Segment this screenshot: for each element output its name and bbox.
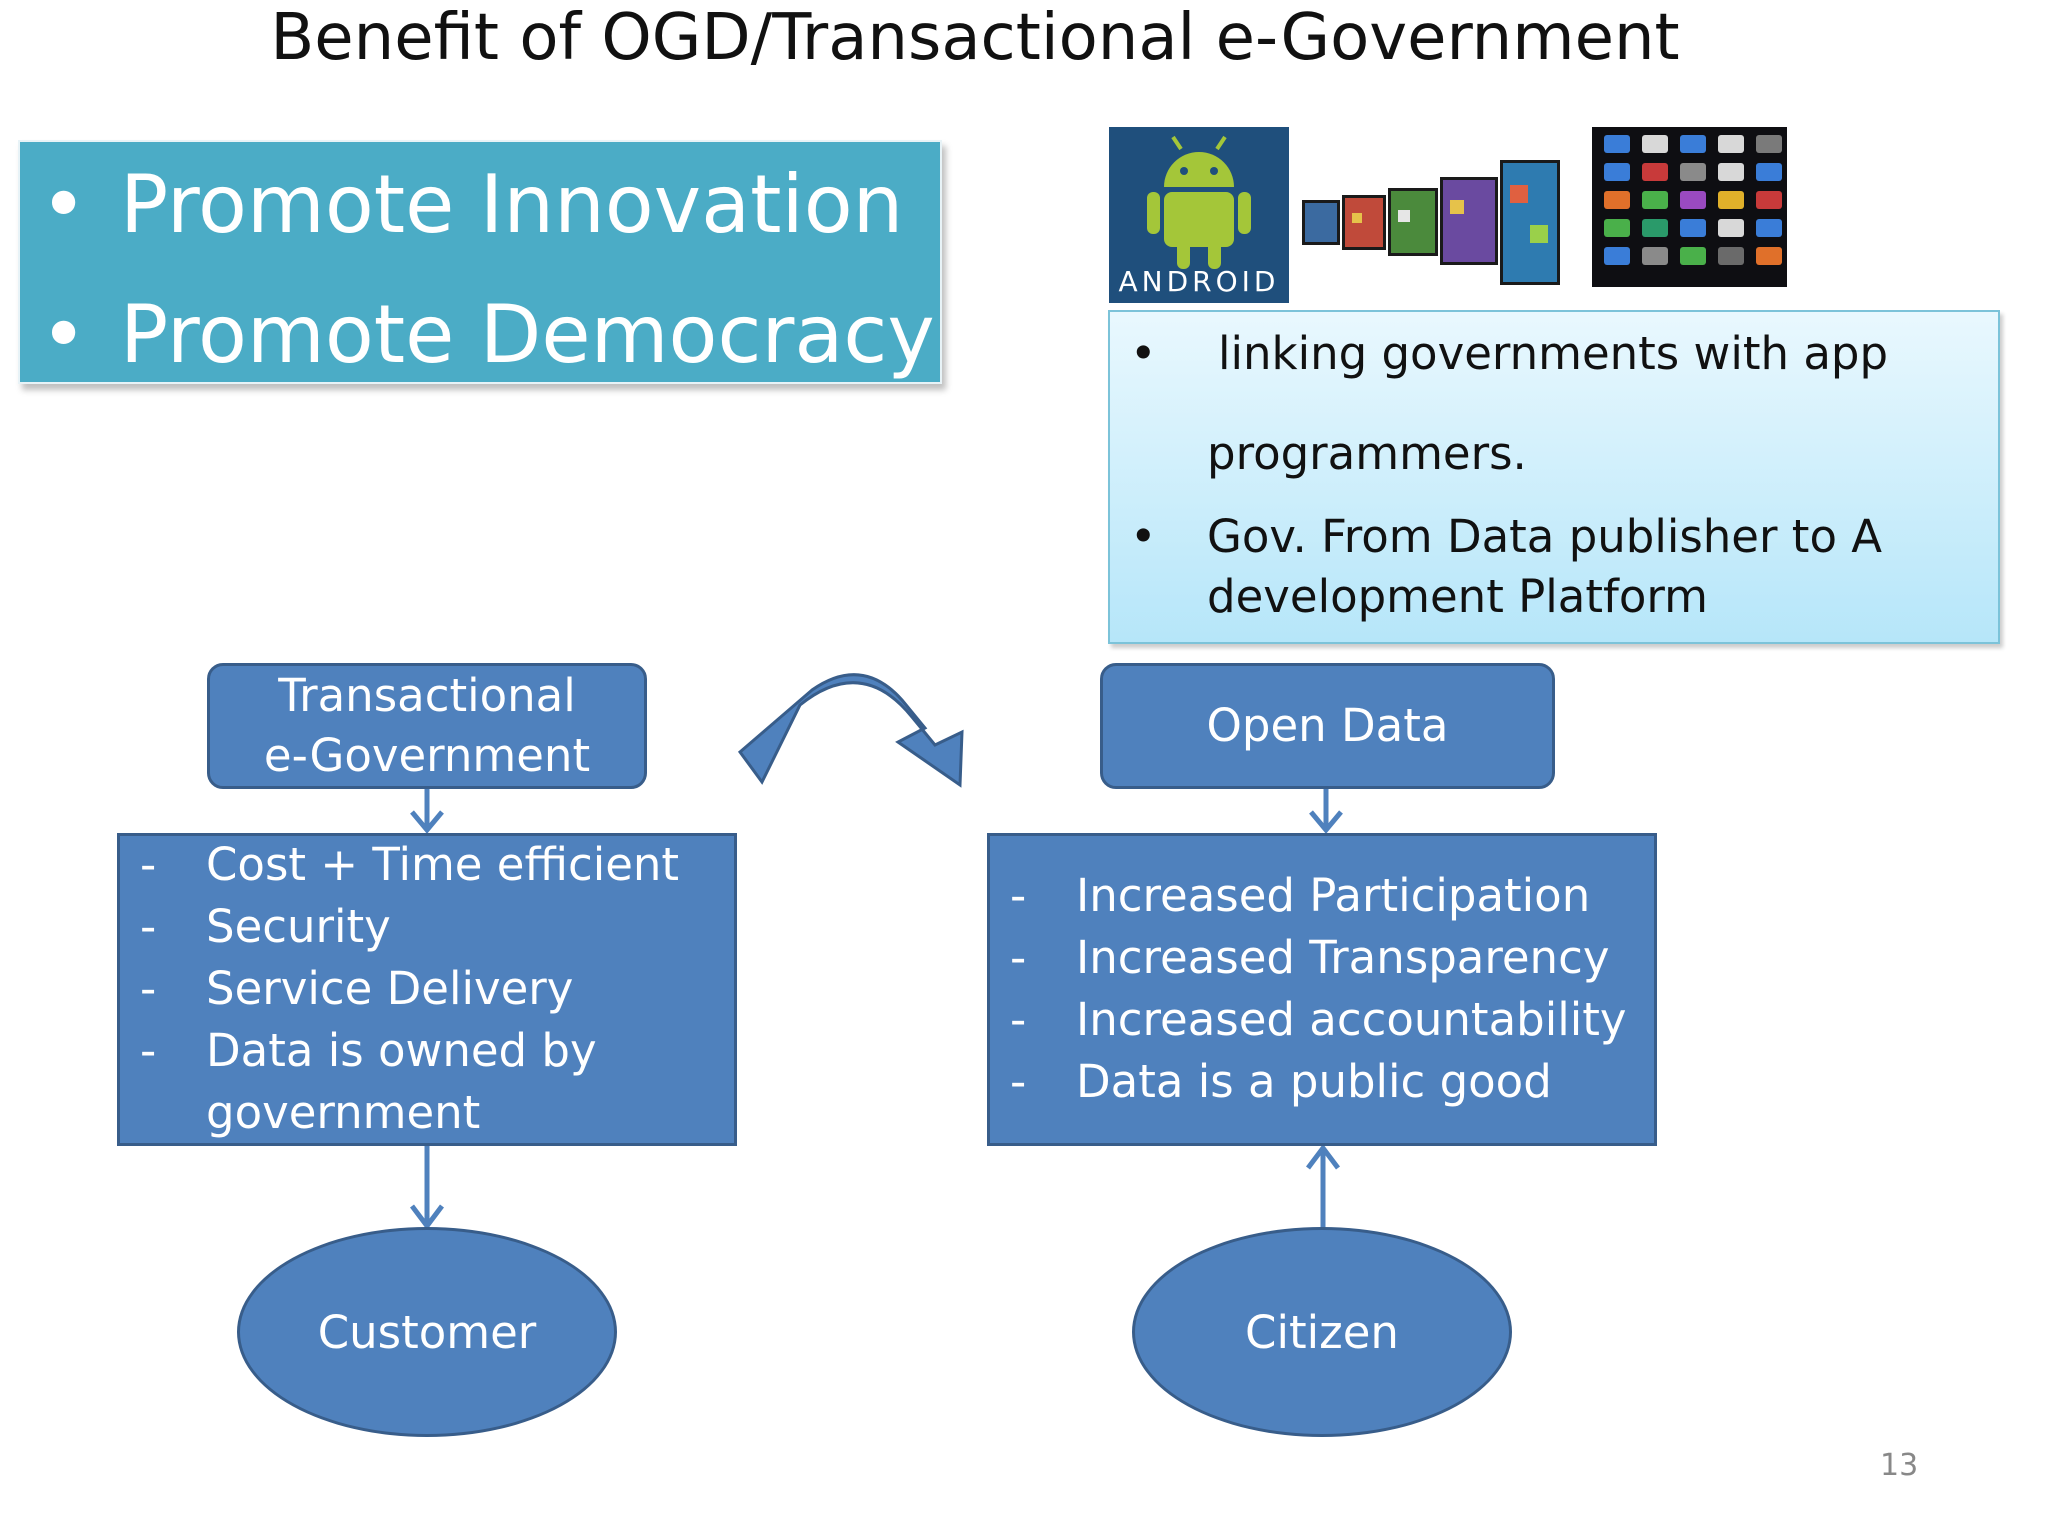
list-item: -Data is a public good bbox=[1010, 1055, 1552, 1108]
bullet-icon: • bbox=[40, 288, 88, 381]
bullet-icon: • bbox=[1130, 327, 1157, 380]
arrow-head-icon bbox=[1309, 810, 1343, 834]
header-line: Transactional bbox=[278, 669, 576, 722]
transactional-egov-header: Transactional e-Government bbox=[207, 663, 647, 789]
promo-item-label: Promote Democracy bbox=[120, 288, 935, 381]
transactional-benefits-list: -Cost + Time efficient -Security -Servic… bbox=[117, 833, 737, 1146]
arrow-head-icon bbox=[410, 810, 444, 834]
curved-arrow-icon bbox=[737, 673, 964, 788]
list-item: -Increased Transparency bbox=[1010, 931, 1610, 984]
arrow-head-icon bbox=[1306, 1143, 1340, 1170]
app-grid-image bbox=[1592, 127, 1787, 287]
list-item-continuation: government bbox=[206, 1086, 481, 1139]
arrow-head-icon bbox=[410, 1204, 444, 1231]
page-number: 13 bbox=[1880, 1448, 1919, 1483]
android-logo-text: ANDROID bbox=[1118, 265, 1280, 298]
promo-item: • Promote Democracy bbox=[40, 287, 935, 383]
customer-oval: Customer bbox=[237, 1227, 617, 1437]
info-box: • linking governments with app programme… bbox=[1108, 310, 2000, 644]
citizen-oval: Citizen bbox=[1132, 1227, 1512, 1437]
list-item: -Increased accountability bbox=[1010, 993, 1627, 1046]
info-line: development Platform bbox=[1207, 570, 1708, 623]
list-item: -Cost + Time efficient bbox=[140, 838, 680, 891]
bullet-icon: • bbox=[40, 158, 88, 251]
promo-item-label: Promote Innovation bbox=[120, 158, 904, 251]
android-icon bbox=[1109, 127, 1289, 303]
open-data-header: Open Data bbox=[1100, 663, 1555, 789]
tv-screens-icon bbox=[1302, 160, 1560, 285]
tv-screens-image bbox=[1300, 145, 1562, 305]
open-data-benefits-list: -Increased Participation -Increased Tran… bbox=[987, 833, 1657, 1146]
list-item: -Increased Participation bbox=[1010, 869, 1591, 922]
list-item: -Service Delivery bbox=[140, 962, 574, 1015]
promo-box: • Promote Innovation • Promote Democracy bbox=[18, 140, 942, 384]
info-line: linking governments with app bbox=[1218, 327, 1889, 380]
header-text: Transactional e-Government bbox=[264, 666, 590, 786]
list-item: -Data is owned by bbox=[140, 1024, 597, 1077]
bullet-icon: • bbox=[1130, 510, 1157, 563]
info-line: Gov. From Data publisher to A bbox=[1207, 510, 1883, 563]
list-item: -Security bbox=[140, 900, 391, 953]
header-line: e-Government bbox=[263, 729, 591, 782]
promo-item: • Promote Innovation bbox=[40, 157, 903, 253]
info-line: programmers. bbox=[1207, 427, 1527, 480]
page-title: Benefit of OGD/Transactional e-Governmen… bbox=[270, 1, 1680, 75]
android-logo-image: ANDROID bbox=[1109, 127, 1289, 303]
app-grid-icon bbox=[1604, 135, 1782, 265]
